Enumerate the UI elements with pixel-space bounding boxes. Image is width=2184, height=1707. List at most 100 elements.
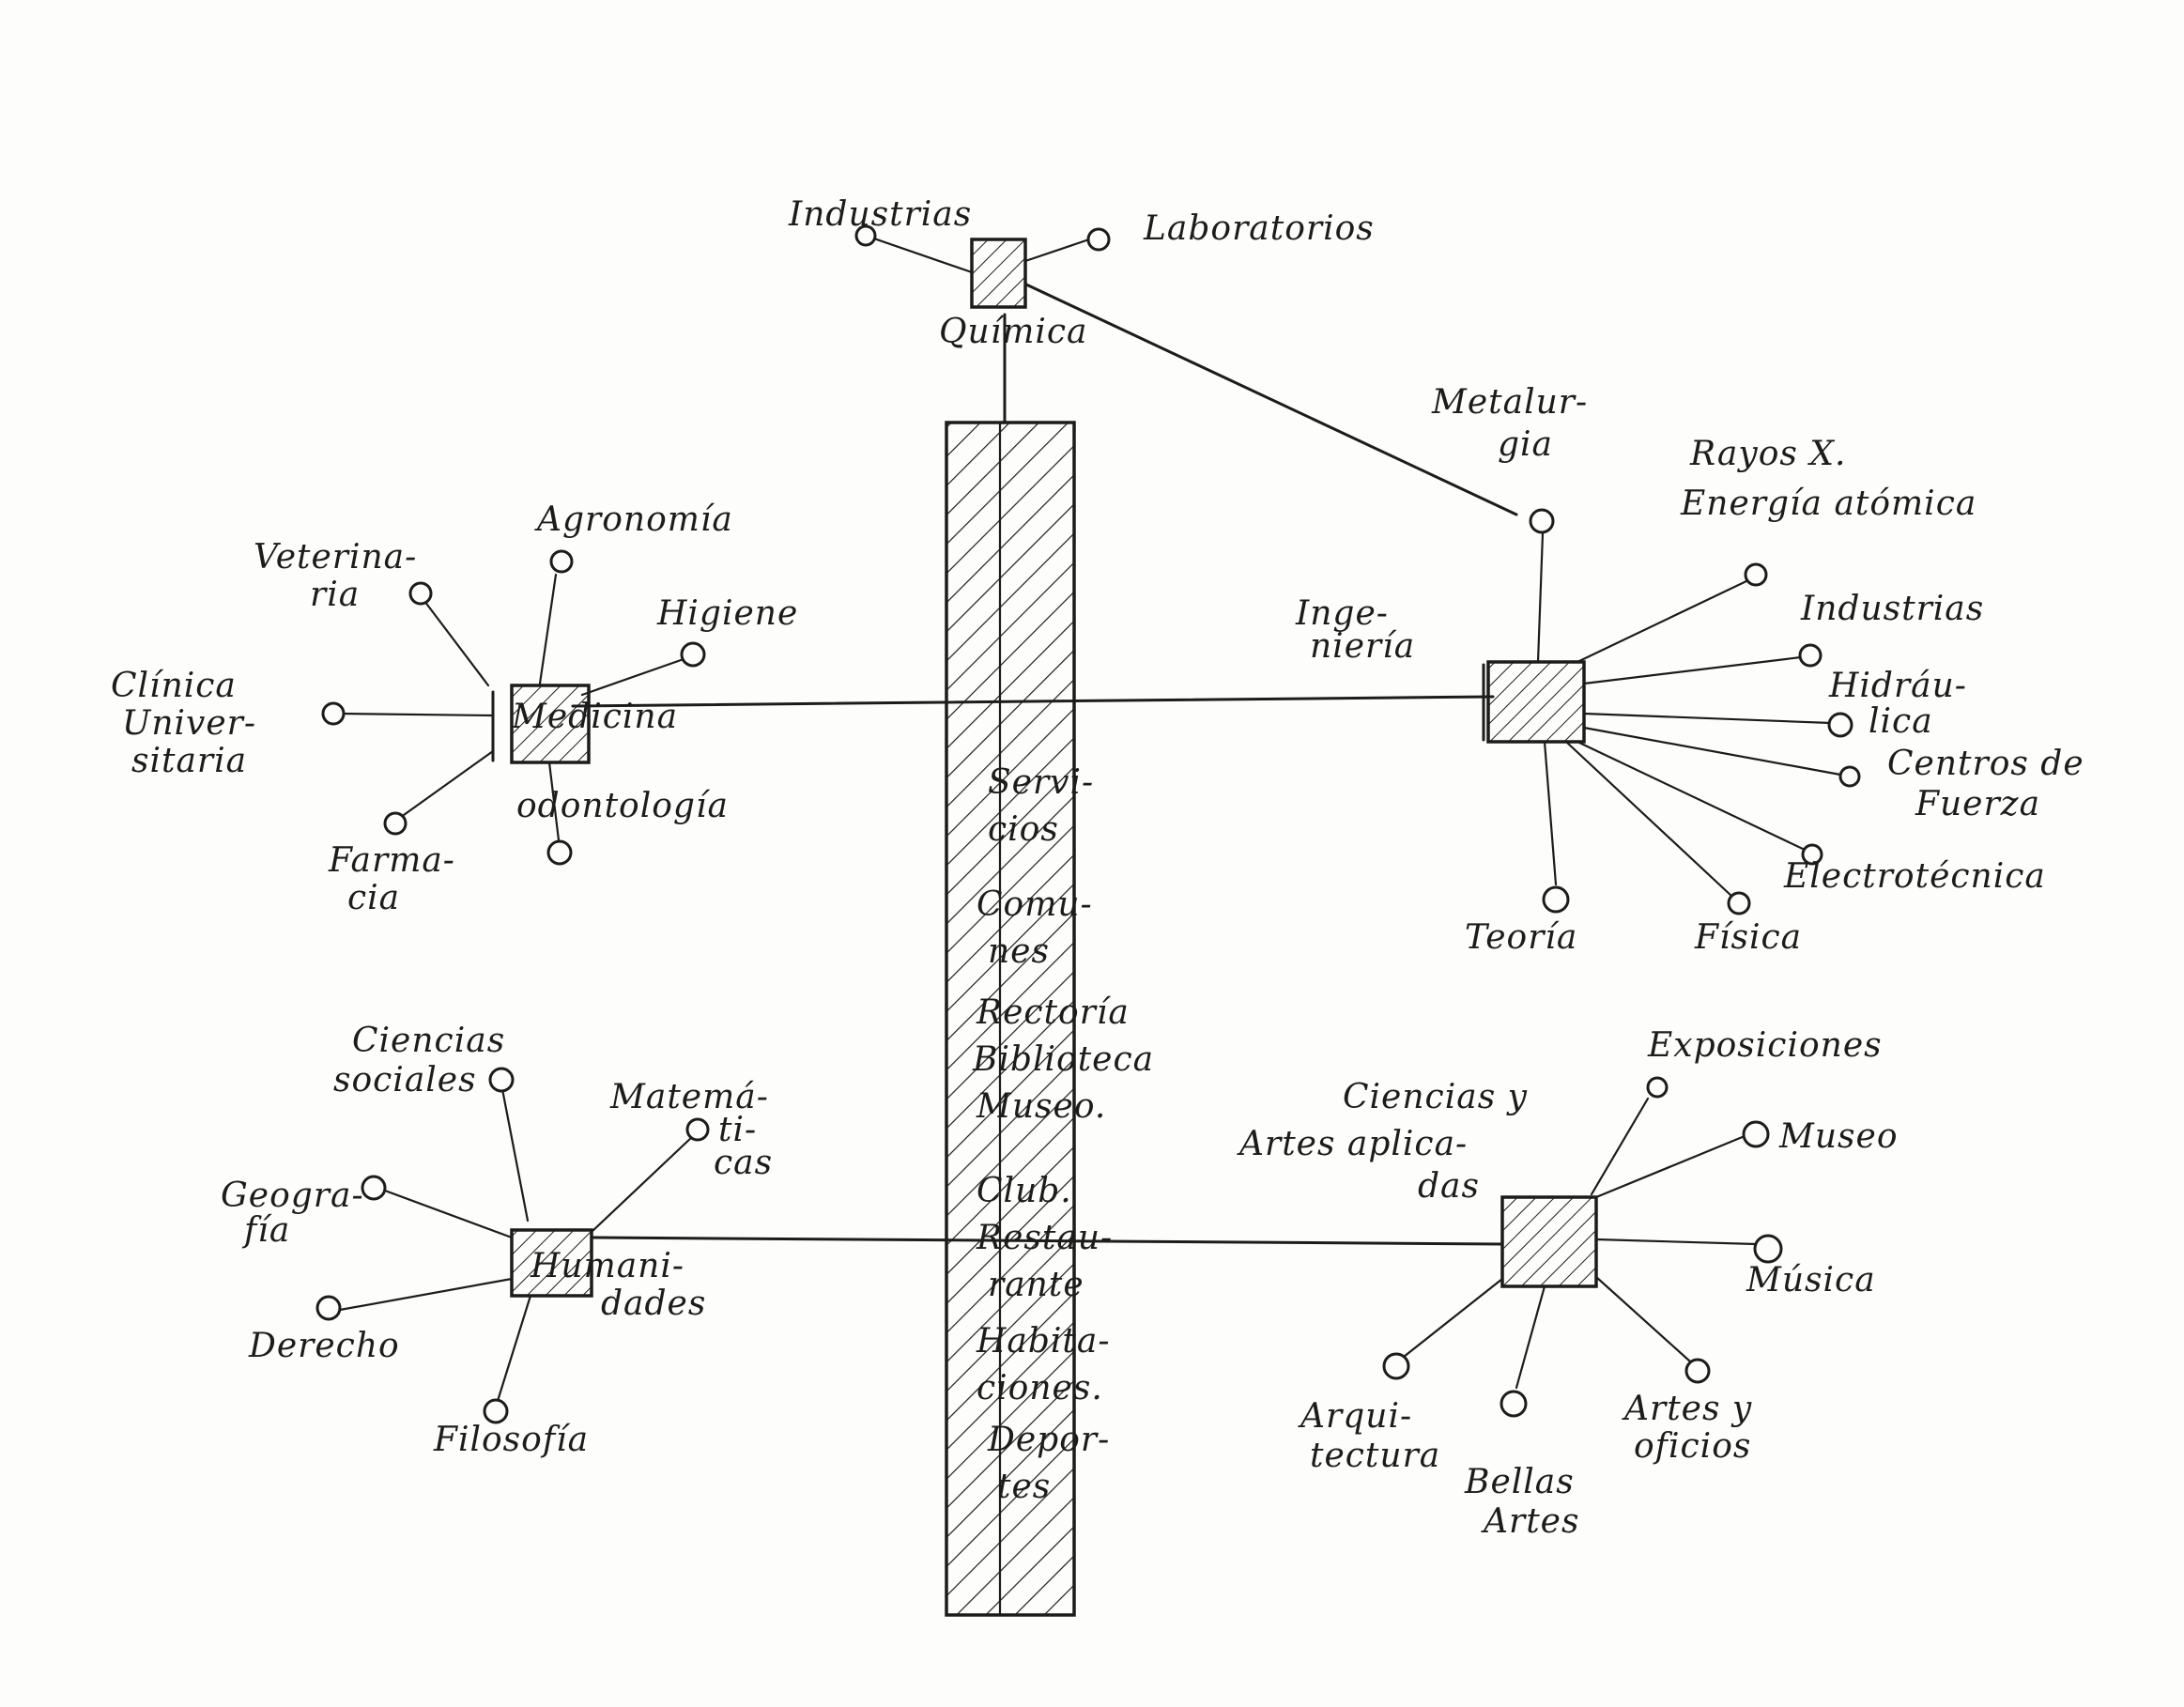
label-centros-2: Fuerza (1915, 785, 2040, 823)
line-ingenieria-metalurgia (1536, 531, 1545, 664)
quimica-box (970, 238, 1027, 309)
spine-rectoria: Rectoría (976, 993, 1130, 1032)
line-ingenieria-centros (1582, 726, 1842, 777)
line-humanidades-geografia (383, 1189, 514, 1239)
node-matematicas (685, 1117, 710, 1142)
node-teoria (1542, 885, 1570, 914)
label-hidraulica-2: lica (1869, 702, 1933, 741)
label-higiene: Higiene (656, 594, 798, 633)
node-musica (1753, 1234, 1783, 1264)
spine-servicios-2: cios (988, 810, 1059, 849)
line-medicina-agronomia (538, 573, 558, 685)
node-odontologia (546, 839, 573, 866)
spine-restaurante-1: Restau- (976, 1219, 1113, 1257)
node-electrotecnica (1801, 843, 1823, 866)
label-ingenieria-2: niería (1310, 627, 1415, 666)
label-centros-1: Centros de (1887, 745, 2084, 783)
ingenieria-cluster: Inge- niería Metalur- gia Rayos X. Energ… (1295, 383, 2084, 957)
node-geografia (361, 1175, 387, 1201)
spine-deportes-1: Depor- (987, 1421, 1110, 1459)
line-humanidades-matematicas (590, 1134, 695, 1234)
label-matematicas-1: Matemá- (609, 1078, 769, 1116)
line-quimica-industrias (867, 235, 974, 274)
line-ciencias-bellas-artes (1515, 1284, 1546, 1390)
line-medicina-odontologia (547, 761, 561, 842)
label-agronomia: Agronomía (534, 500, 733, 539)
node-ciencias-sociales (488, 1067, 515, 1093)
ciencias-artes-box (1500, 1195, 1598, 1288)
humanidades-cluster: Humani- dades Ciencias sociales Matemá- … (221, 1022, 772, 1459)
label-derecho: Derecho (248, 1327, 400, 1365)
line-ingenieria-industrias (1582, 655, 1803, 685)
node-artes-oficios (1684, 1358, 1711, 1384)
label-medicina: Medicina (511, 698, 678, 736)
label-veterinaria-1: Veterina- (254, 538, 417, 577)
label-farmacia-1: Farma- (328, 841, 455, 880)
label-arquitectura-1: Arqui- (1298, 1397, 1412, 1436)
spine-comunes-1: Comu- (977, 885, 1093, 924)
line-ciencias-exposiciones (1590, 1097, 1650, 1196)
label-clinica-3: sitaria (131, 742, 247, 780)
label-ciencias-sociales-2: sociales (333, 1061, 477, 1100)
node-clinica (321, 701, 346, 726)
node-higiene (680, 641, 706, 668)
label-geografia-2: fía (241, 1211, 290, 1250)
node-filosofia (483, 1398, 509, 1424)
line-medicina-farmacia (402, 749, 495, 817)
node-industrias (1798, 643, 1823, 668)
label-quimica-industrias: Industrias (788, 195, 972, 234)
label-humanidades-2: dades (601, 1284, 706, 1323)
label-farmacia-2: cia (347, 879, 400, 917)
node-bellas-artes (1500, 1390, 1528, 1418)
node-centros (1838, 765, 1861, 788)
label-humanidades-1: Humani- (530, 1247, 684, 1285)
label-filosofia: Filosofía (433, 1421, 589, 1459)
node-quimica-industrias (854, 224, 877, 247)
central-spine: Servi- cios Comu- nes Rectoría Bibliotec… (945, 421, 1153, 1617)
label-rayos-1: Rayos X. (1689, 435, 1846, 473)
line-medicina-veterinaria (423, 599, 490, 687)
label-ciencias-artes-1: Ciencias y (1343, 1078, 1528, 1116)
label-exposiciones: Exposiciones (1647, 1026, 1883, 1065)
label-clinica-1: Clínica (111, 667, 237, 705)
line-ingenieria-fisica (1564, 740, 1734, 899)
medicina-cluster: Medicina Veterina- ria Agronomía Higiene… (111, 500, 798, 917)
label-arquitectura-2: tectura (1310, 1437, 1440, 1475)
label-fisica: Física (1694, 918, 1802, 957)
line-ingenieria-teoria (1543, 740, 1558, 886)
label-quimica-laboratorios: Laboratorios (1143, 209, 1375, 248)
label-metalurgia-2: gia (1498, 425, 1553, 464)
line-ingenieria-electrotecnica (1576, 740, 1807, 852)
node-exposiciones (1646, 1076, 1669, 1099)
spine-habitaciones-2: ciones. (977, 1369, 1103, 1407)
line-humanidades-filosofia (496, 1294, 532, 1403)
label-ciencias-artes-2: Artes aplica- (1237, 1125, 1468, 1163)
quimica-cluster: Industrias Laboratorios Química (788, 195, 1375, 351)
node-metalurgia (1529, 508, 1555, 534)
label-quimica: Química (939, 313, 1088, 351)
line-quimica-laboratorios (1023, 238, 1091, 263)
label-matematicas-2: ti- (718, 1111, 757, 1149)
label-ciencias-sociales-1: Ciencias (352, 1022, 505, 1060)
ciencias-artes-cluster: Ciencias y Artes aplica- das Exposicione… (1237, 1026, 1898, 1541)
humanidades-box (510, 1228, 593, 1298)
node-quimica-laboratorios (1086, 227, 1111, 252)
spine-club: Club. (977, 1172, 1072, 1210)
line-ciencias-arquitectura (1402, 1277, 1504, 1359)
spine-block (945, 421, 1076, 1617)
node-museo (1742, 1120, 1770, 1148)
label-electrotecnica: Electrotécnica (1783, 857, 2046, 896)
label-bellas-artes-1: Bellas (1464, 1463, 1575, 1501)
spine-comunes-2: nes (988, 932, 1050, 971)
node-fisica (1727, 891, 1751, 915)
label-rayos-2: Energía atómica (1680, 484, 1976, 523)
quimica-metalurgia-line (1024, 283, 1518, 516)
label-teoria: Teoría (1465, 918, 1577, 957)
label-industrias: Industrias (1800, 590, 1984, 628)
label-hidraulica-1: Hidráu- (1828, 667, 1967, 705)
line-ciencias-artes-oficios (1594, 1275, 1692, 1363)
spine-deportes-2: tes (997, 1468, 1051, 1506)
node-arquitectura (1382, 1352, 1410, 1380)
spine-servicios-1: Servi- (988, 763, 1094, 802)
label-artes-oficios-2: oficios (1634, 1427, 1751, 1466)
